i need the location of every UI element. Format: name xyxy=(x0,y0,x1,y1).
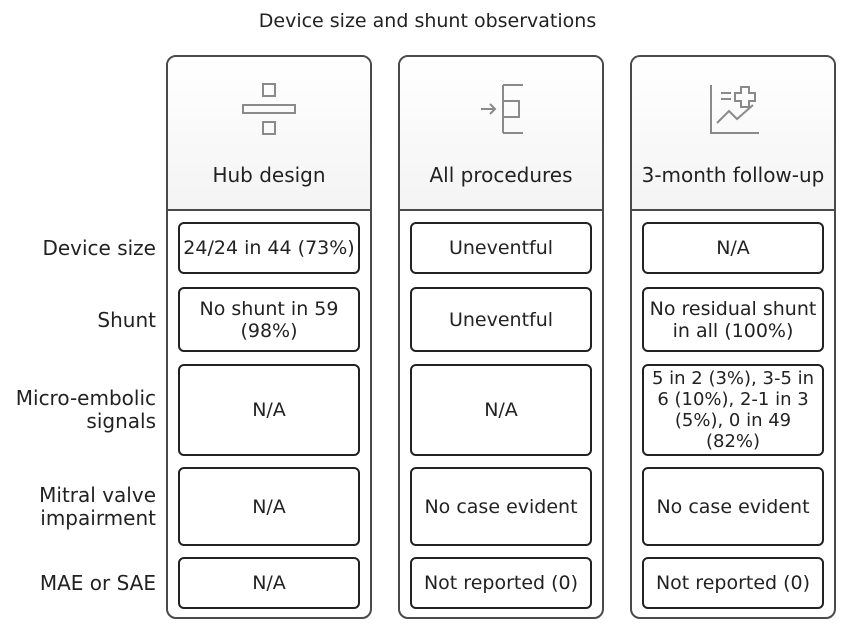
row-label-mae-or-sae: MAE or SAE xyxy=(39,571,156,595)
column-label: 3-month follow-up xyxy=(641,163,825,187)
cell-device-size-all-procedures: Uneventful xyxy=(410,222,592,274)
column-label: All procedures xyxy=(429,163,573,187)
cell-shunt-follow-up: No residual shunt in all (100%) xyxy=(642,287,824,352)
cell-mitral-valve-all-procedures: No case evident xyxy=(410,467,592,546)
cell-shunt-all-procedures: Uneventful xyxy=(410,287,592,352)
cell-micro-embolic-follow-up: 5 in 2 (3%), 3-5 in 6 (10%), 2-1 in 3 (5… xyxy=(642,364,824,456)
cell-micro-embolic-all-procedures: N/A xyxy=(410,364,592,456)
column-label: Hub design xyxy=(212,163,326,187)
cell-shunt-hub-design: No shunt in 59 (98%) xyxy=(178,287,360,352)
cell-device-size-follow-up: N/A xyxy=(642,222,824,274)
cell-mitral-valve-hub-design: N/A xyxy=(178,467,360,546)
split-blocks-icon xyxy=(242,83,296,135)
cell-mae-sae-follow-up: Not reported (0) xyxy=(642,557,824,609)
row-label-shunt: Shunt xyxy=(97,307,156,332)
cell-mae-sae-hub-design: N/A xyxy=(178,557,360,609)
row-label-mitral-valve-impairment: Mitral valve impairment xyxy=(39,482,156,530)
cell-micro-embolic-hub-design: N/A xyxy=(178,364,360,456)
arrow-into-bracket-icon xyxy=(481,84,523,134)
cell-mae-sae-all-procedures: Not reported (0) xyxy=(410,557,592,609)
column-header: 3-month follow-up xyxy=(632,57,834,211)
row-label-micro-embolic-signals: Micro-embolic signals xyxy=(15,386,156,433)
chart-plus-icon xyxy=(710,85,759,134)
column-header: All procedures xyxy=(400,57,602,211)
diagram-title: Device size and shunt observations xyxy=(258,10,597,32)
cell-mitral-valve-follow-up: No case evident xyxy=(642,467,824,546)
column-header: Hub design xyxy=(168,57,370,211)
row-label-device-size: Device size xyxy=(42,236,156,260)
cell-device-size-hub-design: 24/24 in 44 (73%) xyxy=(178,222,360,274)
